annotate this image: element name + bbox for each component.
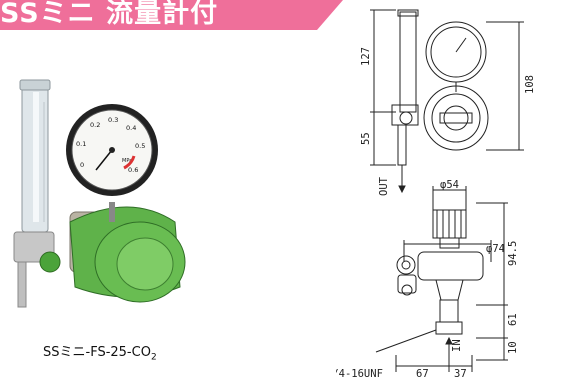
gauge-tick: 0.5	[135, 142, 145, 150]
dim-94-5: 94.5	[507, 241, 519, 266]
label-out: OUT	[378, 176, 390, 196]
technical-drawing: 127 55 108 OUT φ54 φ74 94.5 61 10 IN 67 …	[336, 9, 536, 380]
product-photo: 0 0.1 0.2 0.3 0.4 0.5 0.6 MPa	[13, 79, 186, 308]
dim-61: 61	[507, 313, 519, 326]
gauge-tick: 0	[80, 161, 84, 169]
product-caption: SSミニ-FS-25-CO2	[43, 341, 157, 363]
dim-127: 127	[360, 47, 372, 66]
handwheel-outline	[423, 85, 489, 151]
gauge-tick: 0.1	[76, 140, 86, 148]
banner-title: SSミニ 流量計付	[0, 0, 219, 29]
dim-108: 108	[524, 75, 536, 94]
dim-67: 67	[416, 368, 429, 380]
caption-subscript: 2	[150, 352, 157, 363]
gauge-tick: 0.4	[126, 124, 136, 132]
dim-55: 55	[360, 132, 372, 145]
gauge-unit: MPa	[122, 158, 132, 164]
dim-phi54: φ54	[440, 179, 459, 191]
caption-main: SSミニ-FS-25-CO	[43, 345, 151, 360]
dim-37: 37	[454, 368, 467, 380]
gauge-tick: 0.3	[108, 116, 118, 124]
flowmeter-outline	[399, 11, 417, 113]
thread-spec: 3/4-16UNF	[336, 368, 383, 380]
dim-phi74: φ74	[486, 243, 505, 255]
banner-shape	[0, 0, 343, 30]
dim-10: 10	[507, 341, 519, 354]
title-banner: SSミニ 流量計付	[0, 0, 351, 30]
gauge-tick: 0.2	[90, 121, 100, 129]
label-in: IN	[451, 339, 463, 352]
gauge-tick: 0.6	[128, 166, 138, 174]
body-outline	[417, 251, 484, 281]
